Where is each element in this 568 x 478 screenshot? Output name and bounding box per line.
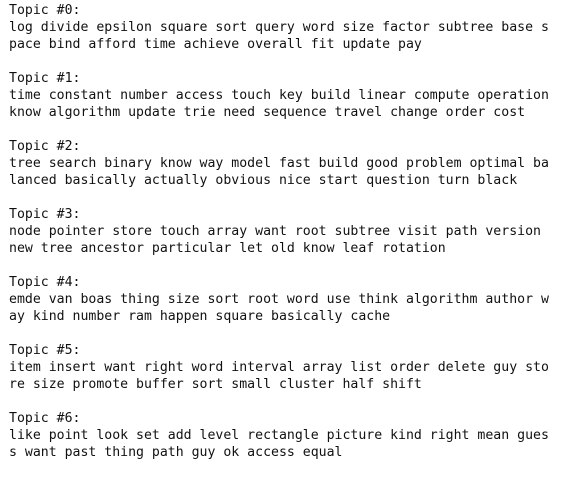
topic-output: Topic #0: log divide epsilon square sort… xyxy=(9,2,561,478)
topic-header: Topic #1: xyxy=(9,71,81,86)
topic-block-1: Topic #1: time constant number access to… xyxy=(9,70,561,121)
topic-block-4: Topic #4: emde van boas thing size sort … xyxy=(9,274,561,325)
topic-words-line: know algorithm update trie need sequence… xyxy=(9,105,526,120)
topic-words-line: like point look set add level rectangle … xyxy=(9,428,549,443)
topic-header: Topic #3: xyxy=(9,207,81,222)
topic-words-line: log divide epsilon square sort query wor… xyxy=(9,20,549,35)
topic-words-line: node pointer store touch array want root… xyxy=(9,224,541,239)
topic-header: Topic #6: xyxy=(9,411,81,426)
topic-words-line: new tree ancestor particular let old kno… xyxy=(9,241,446,256)
topic-block-5: Topic #5: item insert want right word in… xyxy=(9,342,561,393)
topic-block-6: Topic #6: like point look set add level … xyxy=(9,410,561,461)
topic-words-line: tree search binary know way model fast b… xyxy=(9,156,549,171)
topic-words-line: re size promote buffer sort small cluste… xyxy=(9,377,422,392)
topic-block-2: Topic #2: tree search binary know way mo… xyxy=(9,138,561,189)
topic-header: Topic #0: xyxy=(9,3,81,18)
topic-words-line: ay kind number ram happen square basical… xyxy=(9,309,391,324)
topic-header: Topic #2: xyxy=(9,139,81,154)
topic-words-line: time constant number access touch key bu… xyxy=(9,88,549,103)
topic-words-line: pace bind afford time achieve overall fi… xyxy=(9,37,422,52)
topic-header: Topic #5: xyxy=(9,343,81,358)
topic-header: Topic #4: xyxy=(9,275,81,290)
topic-block-3: Topic #3: node pointer store touch array… xyxy=(9,206,561,257)
topic-block-0: Topic #0: log divide epsilon square sort… xyxy=(9,2,561,53)
topic-words-line: item insert want right word interval arr… xyxy=(9,360,549,375)
topic-words-line: emde van boas thing size sort root word … xyxy=(9,292,549,307)
topic-words-line: lanced basically actually obvious nice s… xyxy=(9,173,518,188)
topic-words-line: s want past thing path guy ok access equ… xyxy=(9,445,343,460)
